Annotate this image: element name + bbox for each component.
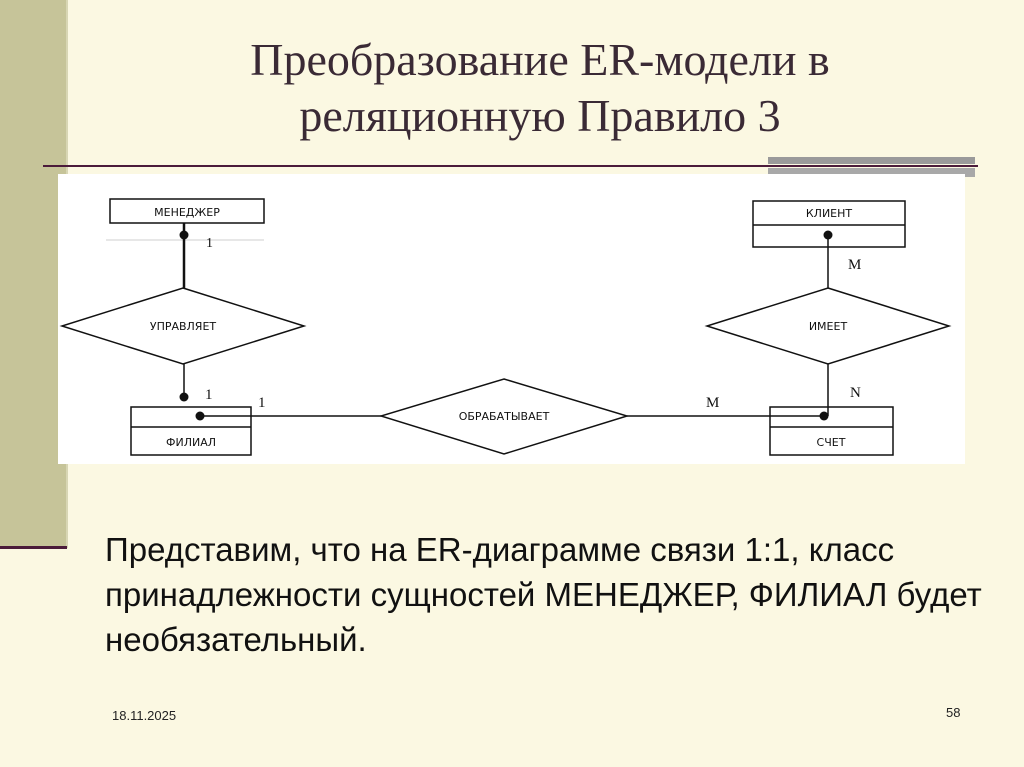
cardinality-manager: 1 (206, 236, 213, 251)
entity-client (752, 200, 906, 248)
relationship-has-label: ИМЕЕТ (809, 320, 848, 333)
entity-manager (109, 198, 265, 224)
slide-title: Преобразование ER-модели в реляционную П… (250, 34, 830, 141)
dot-client (823, 230, 833, 240)
title-rule-shadow-lower (768, 168, 975, 177)
entity-account-label: СЧЕТ (817, 436, 846, 449)
entity-branch-label: ФИЛИАЛ (166, 436, 216, 449)
dot-branch-right (195, 411, 205, 421)
title-underline (43, 165, 978, 167)
title-rule-shadow (768, 157, 975, 164)
relationship-manages (59, 287, 307, 365)
left-decor-rule (0, 546, 67, 549)
cardinality-manages-branch: 1 (205, 387, 213, 403)
cardinality-client: M (848, 257, 861, 273)
entity-branch (130, 406, 252, 456)
er-diagram: МЕНЕДЖЕР КЛИЕНТ ФИЛИАЛ СЧЕТ УПРАВЛЯЕТ ИМ… (58, 174, 965, 464)
dot-branch-top (179, 392, 189, 402)
cardinality-branch-processes: 1 (258, 395, 266, 411)
footer-date: 18.11.2025 (112, 708, 177, 723)
dot-manager (179, 230, 189, 240)
slide-body-text: Представим, что на ER-диаграмме связи 1:… (105, 531, 982, 658)
er-diagram-canvas: МЕНЕДЖЕР КЛИЕНТ ФИЛИАЛ СЧЕТ УПРАВЛЯЕТ ИМ… (59, 198, 952, 456)
relationship-manages-label: УПРАВЛЯЕТ (150, 320, 217, 333)
cardinality-has-account: N (850, 385, 861, 401)
entity-account (769, 406, 894, 456)
relationship-processes (378, 378, 630, 455)
page-number: 58 (946, 705, 961, 720)
relationship-processes-label: ОБРАБАТЫВАЕТ (459, 410, 550, 423)
entity-client-label: КЛИЕНТ (806, 207, 853, 220)
dot-account (819, 411, 829, 421)
cardinality-processes-account: M (706, 395, 719, 411)
entity-manager-label: МЕНЕДЖЕР (154, 206, 220, 219)
